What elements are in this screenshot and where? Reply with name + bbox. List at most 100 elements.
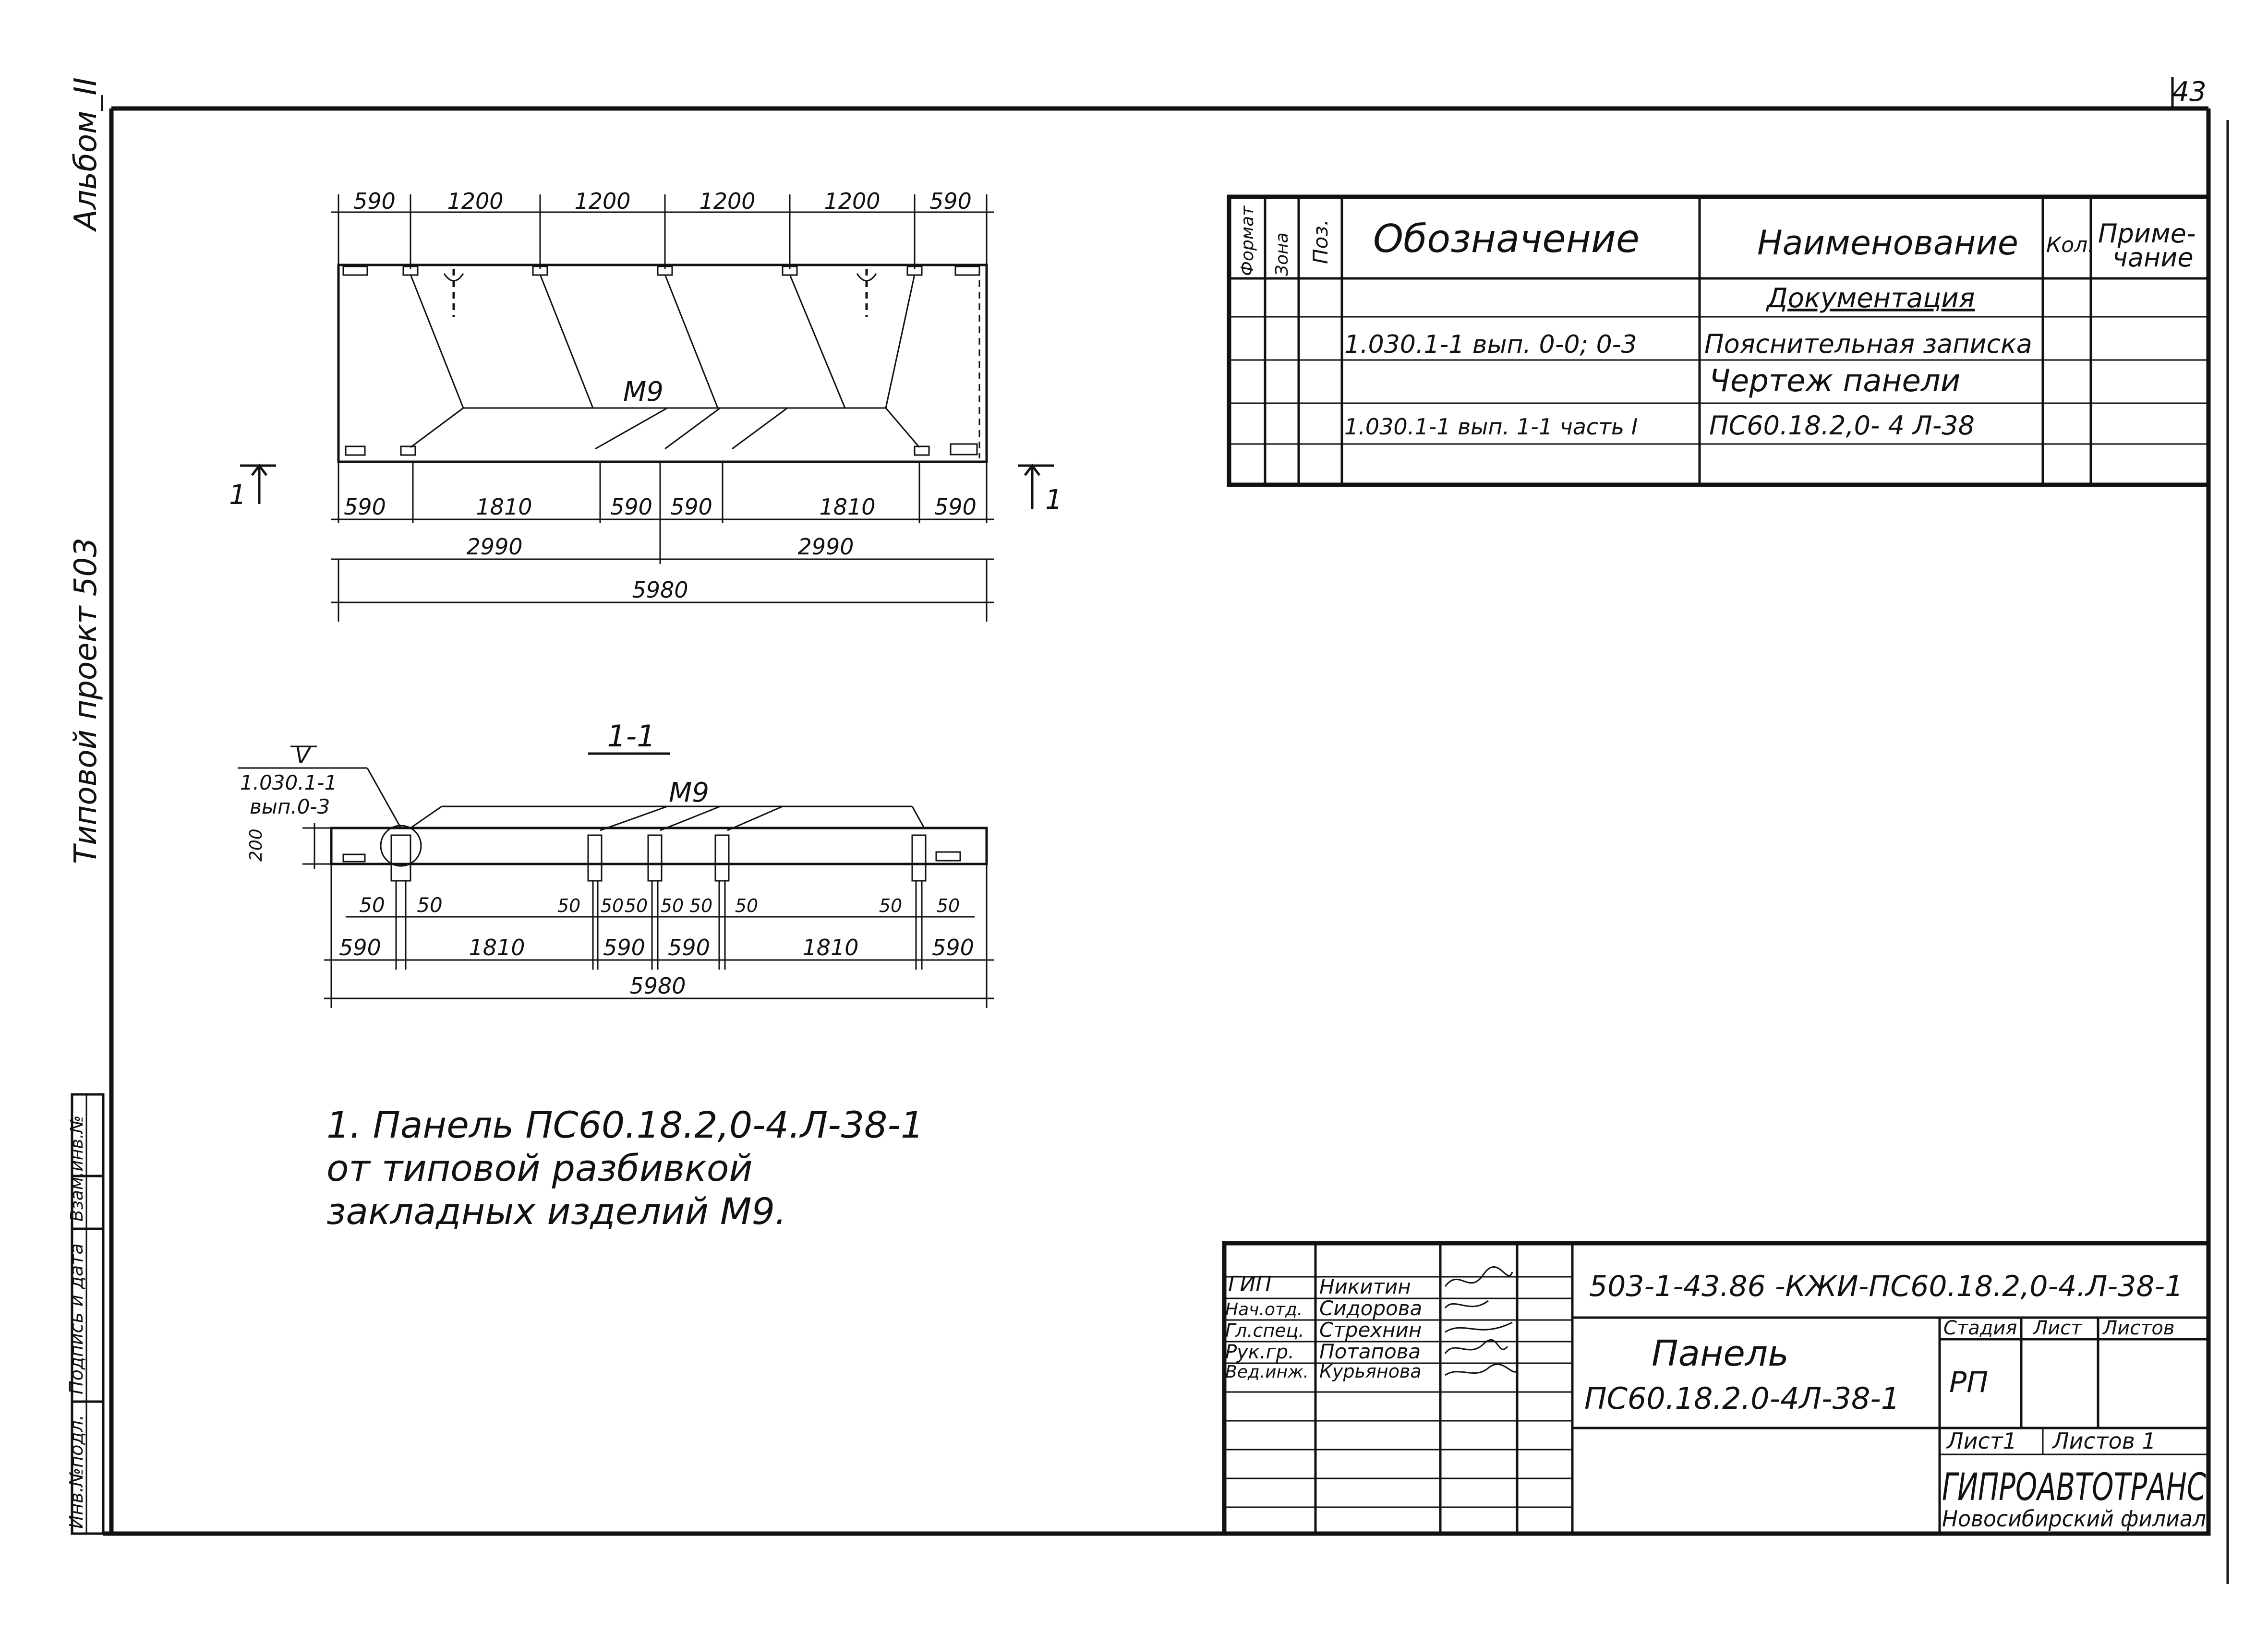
spec-row-2-name: Пояснительная записка [1704,329,2032,359]
section-small-dim-2: 50 [417,893,442,917]
spec-header-designation: Обозначение [1373,216,1640,261]
section-mark-right: 1 [1045,484,1062,516]
section-small-dim-5: 50 [625,895,648,916]
plan-top-extension-lines [338,194,988,269]
tb-sheets-label: Листов [2102,1317,2174,1339]
plan-bottom-dim-2: 1810 [476,494,532,520]
stamp-replace: Взам.инв.№ [67,1115,87,1222]
section-bottom-dim-6: 590 [932,935,974,960]
tb-role-1: ГИП [1228,1272,1272,1296]
tb-name-2: Сидорова [1319,1296,1422,1320]
spec-table [1227,194,2211,487]
section-total-dim: 5980 [629,973,686,999]
section-small-dim-1: 50 [359,893,385,917]
spec-header-name: Наименование [1757,223,2018,263]
section-ref-1: 1.030.1-1 [240,771,337,794]
stamp-sign: Подпись и дата [66,1243,87,1394]
plan-top-dim-4: 1200 [699,188,755,214]
tb-sheet-label: Лист [2032,1317,2083,1339]
plan-view: 590 1200 1200 1200 1200 590 [229,188,1062,622]
plan-top-dim-2: 1200 [447,188,503,214]
section-height-dim: 200 [246,828,266,862]
tb-stage-label: Стадия [1943,1317,2017,1339]
tb-role-4: Рук.гр. [1225,1341,1294,1363]
plan-total-dim: 5980 [632,577,688,603]
note-line-3: закладных изделий М9. [326,1190,786,1233]
plan-bottom-dim-1: 590 [344,494,386,520]
tb-signatures [1444,1266,1518,1376]
plan-top-dim-3: 1200 [574,188,630,214]
panel-outline [337,264,988,463]
plan-bottom-dim-4: 590 [670,494,712,520]
spec-row-4-name: ПС60.18.2,0- 4 Л-38 [1709,410,1975,441]
project-label: Типовой проект 503 [68,538,104,864]
section-small-dim-10: 50 [937,895,960,916]
section-small-dim-8: 50 [735,895,758,916]
plan-leader-lines [410,274,920,450]
tb-document-code: 503-1-43.86 -КЖИ-ПС60.18.2,0-4.Л-38-1 [1589,1270,2183,1303]
section-callout-circle [380,825,422,867]
spec-header-note-2: чание [2112,242,2194,273]
tb-name-5: Курьянова [1319,1361,1422,1382]
note-line-2: от типовой разбивкой [326,1147,753,1189]
plan-top-dim-6: 590 [929,188,972,214]
tb-role-2: Нач.отд. [1225,1300,1303,1320]
spec-header-note-1: Приме- [2098,218,2196,249]
tb-name-4: Потапова [1319,1340,1421,1363]
section-mark-left: 1 [229,480,246,511]
spec-header-format: Формат [1238,205,1257,276]
section-bottom-dim-1: 590 [339,935,381,960]
tb-sheets-count: Листов 1 [2051,1428,2156,1454]
spec-row-3-name: Чертеж панели [1709,363,1960,399]
section-small-dim-4: 50 [601,895,624,916]
section-label-m9: М9 [669,777,709,808]
spec-row-4-designation: 1.030.1-1 вып. 1-1 часть I [1344,414,1638,440]
tb-organization-branch: Новосибирский филиал [1942,1506,2206,1532]
plan-half-dim-2: 2990 [797,534,854,560]
tb-sheet-count: Лист1 [1946,1428,2017,1454]
section-inserts [342,834,961,882]
plan-top-dim-1: 590 [353,188,396,214]
plan-section-mark-left [240,463,276,504]
plan-bottom-dim-5: 1810 [819,494,875,520]
section-small-dim-7: 50 [689,895,712,916]
section-bottom-dim-2: 1810 [469,935,525,960]
plan-label-m9: М9 [623,376,664,408]
tb-role-5: Вед.инж. [1225,1362,1309,1382]
section-extension-lines [330,864,988,970]
section-small-dim-3: 50 [557,895,580,916]
sheet-number: 43 [2172,76,2206,108]
tb-title-line-1: Панель [1652,1333,1789,1374]
spec-header-pos: Поз. [1309,219,1332,264]
section-title: 1-1 [607,719,655,754]
section-bottom-dim-4: 590 [668,935,710,960]
spec-header-qty: Кол. [2046,233,2094,257]
plan-section-mark-right [1018,463,1054,509]
section-small-dim-9: 50 [879,895,902,916]
section-view: 1-1 V 1.030.1-1 вып.0-3 М9 [238,719,994,1008]
tb-organization: ГИПРОАВТОТРАНС [1942,1466,2206,1509]
left-stamp [71,1093,105,1535]
plan-bottom-extension-lines [338,462,988,523]
spec-row-2-designation: 1.030.1-1 вып. 0-0; 0-3 [1344,330,1637,359]
tb-name-3: Стрехнин [1319,1318,1422,1342]
stamp-inv: Инв.№подл. [66,1415,87,1529]
section-ref-2: вып.0-3 [250,795,330,818]
section-panel [330,827,988,865]
album-label: Альбом_II [68,77,104,232]
section-bottom-dim-3: 590 [603,935,645,960]
spec-header-zone: Зона [1272,232,1292,276]
plan-top-dim-5: 1200 [824,188,880,214]
plan-bottom-dim-3: 590 [610,494,652,520]
note-line-1: 1. Панель ПС60.18.2,0-4.Л-38-1 [326,1104,924,1146]
plan-half-dim-1: 2990 [466,534,522,560]
plan-bottom-dim-6: 590 [934,494,977,520]
tb-stage-value: РП [1949,1366,1988,1399]
tb-title-line-2: ПС60.18.2.0-4Л-38-1 [1584,1381,1900,1416]
spec-row-1-name: Документация [1765,283,1975,314]
title-block [1222,1241,2211,1536]
tb-name-1: Никитин [1319,1275,1411,1298]
section-small-dim-6: 50 [661,895,684,916]
tb-role-3: Гл.спец. [1225,1320,1304,1341]
